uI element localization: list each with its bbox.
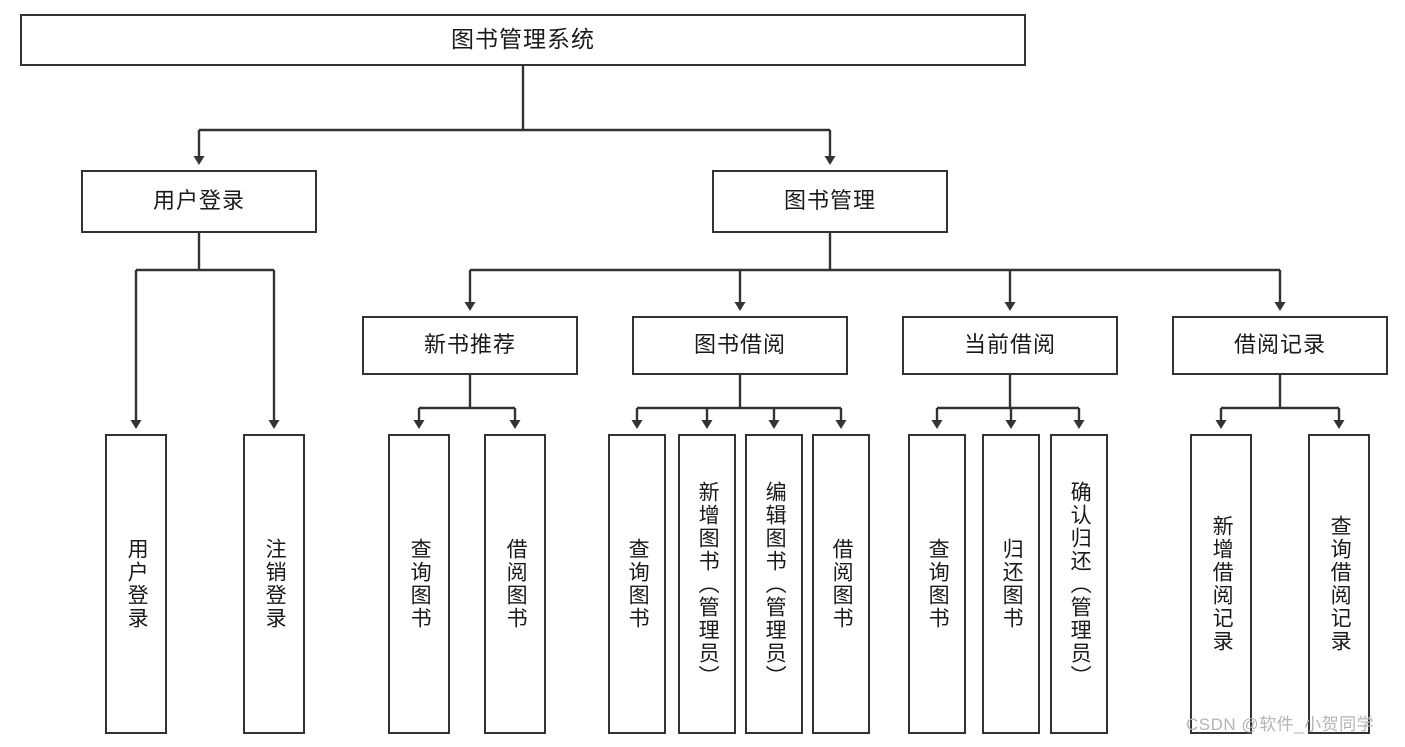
leaf-label: 新增图书（管理员） xyxy=(696,480,720,688)
node-leaf-logout[interactable]: 注销登录 xyxy=(243,434,305,734)
node-leaf-user-login[interactable]: 用户登录 xyxy=(105,434,167,734)
leaf-label: 编辑图书（管理员） xyxy=(763,480,787,688)
leaf-label: 注销登录 xyxy=(263,538,287,630)
node-new-book-recommend[interactable]: 新书推荐 xyxy=(362,316,578,375)
leaf-label: 确认归还（管理员） xyxy=(1068,480,1092,688)
node-leaf-borrow-book[interactable]: 借阅图书 xyxy=(812,434,870,734)
node-leaf-query-book-current[interactable]: 查询图书 xyxy=(908,434,966,734)
leaf-label: 归还图书 xyxy=(1000,538,1024,630)
node-user-login[interactable]: 用户登录 xyxy=(81,170,317,233)
leaf-label: 查询图书 xyxy=(926,538,950,630)
node-current-borrow[interactable]: 当前借阅 xyxy=(902,316,1118,375)
leaf-label: 借阅图书 xyxy=(830,538,854,630)
node-leaf-borrow-book-recommend[interactable]: 借阅图书 xyxy=(484,434,546,734)
csdn-watermark: CSDN @软件_小贺同学 xyxy=(1186,715,1375,734)
leaf-label: 查询图书 xyxy=(626,538,650,630)
leaf-label: 用户登录 xyxy=(125,538,149,630)
node-leaf-edit-book[interactable]: 编辑图书（管理员） xyxy=(745,434,803,734)
node-root-system[interactable]: 图书管理系统 xyxy=(20,14,1026,66)
node-book-borrow[interactable]: 图书借阅 xyxy=(632,316,848,375)
leaf-label: 查询图书 xyxy=(408,538,432,630)
node-leaf-confirm-return[interactable]: 确认归还（管理员） xyxy=(1050,434,1108,734)
node-leaf-query-book-borrow[interactable]: 查询图书 xyxy=(608,434,666,734)
node-leaf-query-borrow-record[interactable]: 查询借阅记录 xyxy=(1308,434,1370,734)
node-leaf-add-borrow-record[interactable]: 新增借阅记录 xyxy=(1190,434,1252,734)
node-book-manage[interactable]: 图书管理 xyxy=(712,170,948,233)
node-leaf-query-book-recommend[interactable]: 查询图书 xyxy=(388,434,450,734)
node-leaf-add-book[interactable]: 新增图书（管理员） xyxy=(678,434,736,734)
leaf-label: 借阅图书 xyxy=(504,538,528,630)
leaf-label: 查询借阅记录 xyxy=(1328,515,1352,653)
node-borrow-record[interactable]: 借阅记录 xyxy=(1172,316,1388,375)
node-leaf-return-book[interactable]: 归还图书 xyxy=(982,434,1040,734)
leaf-label: 新增借阅记录 xyxy=(1210,515,1234,653)
